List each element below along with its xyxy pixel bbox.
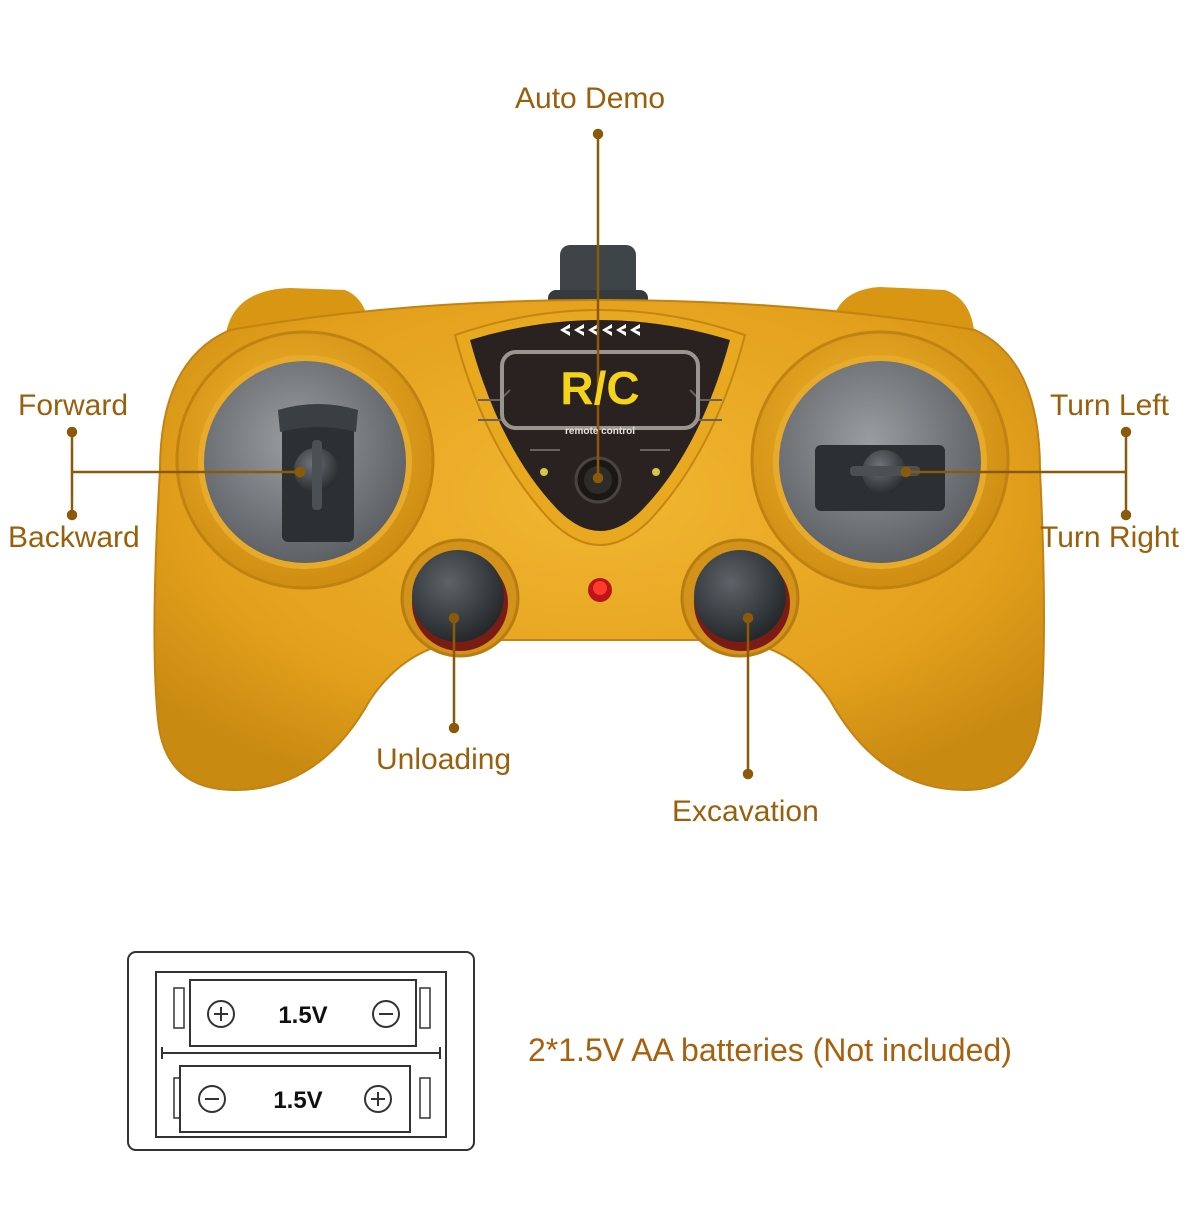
battery-bottom-voltage: 1.5V — [273, 1087, 322, 1114]
plus-icon — [207, 1000, 235, 1028]
label-excavation: Excavation — [672, 795, 819, 828]
battery-cell-bottom — [179, 1065, 411, 1133]
battery-caption: 2*1.5V AA batteries (Not included) — [528, 1032, 1012, 1068]
label-turn-right: Turn Right — [1040, 521, 1179, 554]
logo-text: R/C — [560, 362, 639, 414]
minus-icon — [198, 1085, 226, 1113]
battery-compartment — [127, 951, 475, 1151]
logo-subtext: remote control — [565, 426, 635, 437]
plus-icon — [364, 1085, 392, 1113]
label-backward: Backward — [8, 521, 140, 554]
power-led — [588, 578, 612, 602]
excavation-button[interactable] — [680, 538, 800, 658]
left-joystick[interactable] — [198, 355, 412, 569]
label-forward: Forward — [18, 389, 129, 422]
label-unloading: Unloading — [376, 743, 512, 776]
battery-cell-top — [189, 979, 417, 1047]
minus-icon — [372, 1000, 400, 1028]
chevron-decoration — [560, 324, 640, 336]
battery-top-voltage: 1.5V — [278, 1002, 327, 1029]
unloading-button[interactable] — [400, 538, 520, 658]
label-auto-demo: Auto Demo — [515, 82, 666, 115]
right-joystick[interactable] — [773, 355, 987, 569]
leader-lines — [66, 128, 1132, 780]
label-turn-left: Turn Left — [1050, 389, 1169, 422]
center-faceplate — [453, 309, 747, 546]
